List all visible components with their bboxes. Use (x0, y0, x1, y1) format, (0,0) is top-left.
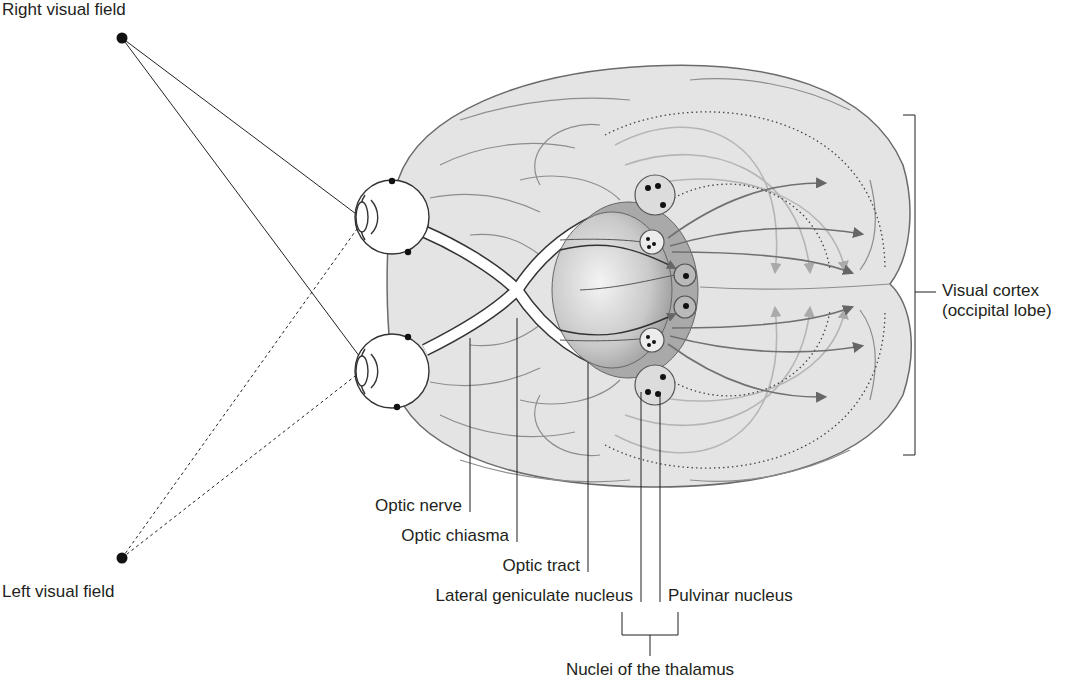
nucleus-dots-part (647, 343, 651, 347)
nucleus-dots-part (647, 245, 651, 249)
dotted-pathways-part (670, 184, 830, 270)
optic-pathway-part-part (425, 290, 517, 350)
optic-pathway-part-part (425, 290, 517, 350)
eyes-part (371, 200, 378, 234)
brain-gyri-part (520, 176, 620, 200)
retina-points-part (394, 404, 400, 410)
label: Pulvinar nucleus (668, 586, 793, 606)
label: Visual cortex (occipital lobe) (942, 281, 1068, 321)
label: Left visual field (2, 582, 114, 602)
nucleus-dots-part (645, 185, 651, 191)
label: Nuclei of the thalamus (566, 660, 734, 680)
nucleus-dots-part (646, 335, 650, 339)
optic-radiation (668, 183, 862, 397)
thalamus-fibres-part (580, 275, 675, 290)
field-point (117, 553, 128, 564)
leader-lines-part (517, 318, 518, 542)
brain-gyri-part (440, 143, 575, 165)
retina-points-part (405, 249, 411, 255)
nucleus-dots (645, 183, 689, 397)
leader-lines-part (588, 362, 589, 572)
brain-gyri-part (430, 194, 540, 212)
eyes-part (355, 334, 429, 408)
brain-outline (387, 65, 911, 487)
visual-field-rays-part (122, 180, 392, 558)
optic-radiation-part (670, 336, 862, 352)
thalamic-nuclei-part (640, 230, 664, 254)
label: Optic nerve (375, 496, 462, 516)
brain-gyri-part (460, 98, 630, 120)
brain-gyri-part (520, 380, 620, 404)
brain-gyri-part (860, 180, 875, 270)
cortex-fibres-part (625, 155, 810, 272)
eyes-part (356, 356, 368, 386)
optic-radiation-part (668, 183, 825, 238)
nuclei-arrows (560, 245, 675, 335)
leader-lines-part (915, 292, 936, 293)
nucleus-dots-part (645, 389, 651, 395)
retina-points-part (389, 178, 395, 184)
visual-field-rays (122, 38, 409, 558)
thalamus-fibres-part (560, 239, 650, 243)
thalamic-nuclei-part (635, 175, 675, 215)
leader-lines-part (650, 635, 651, 656)
dotted-pathways-part (670, 310, 830, 396)
retina-points (389, 178, 411, 410)
brain-gyri-part (700, 284, 890, 289)
brain-gyri-part (440, 415, 575, 437)
nuclei-arrows-part (560, 314, 675, 335)
label: Right visual field (2, 0, 126, 20)
leader-lines-part (660, 392, 661, 602)
nucleus-dots-part (646, 237, 650, 241)
brain-gyri-part (690, 79, 850, 110)
thalamus (552, 212, 672, 368)
leader-lines (470, 115, 936, 656)
brain-gyri-part (690, 450, 850, 481)
eyes-part (355, 180, 429, 254)
visual-field-rays-part (122, 38, 398, 408)
visual-field-rays-part (122, 38, 408, 253)
thalamus-fibres-part (560, 338, 650, 341)
dotted-pathways-part (605, 310, 885, 468)
label: Optic tract (503, 556, 580, 576)
leader-lines-part (622, 612, 678, 635)
thalamic-nuclei-part (640, 328, 664, 352)
optic-pathway-part-part (425, 232, 517, 290)
brain-gyri-part (470, 325, 540, 346)
dotted-pathways-part (605, 112, 885, 270)
eyes (355, 180, 429, 408)
brain-gyri-part (470, 234, 540, 255)
nucleus-dots-part (660, 374, 666, 380)
visual-field-rays-part (122, 334, 409, 558)
leader-lines-part (470, 338, 471, 512)
nucleus-dots-part (683, 273, 689, 279)
nucleus-dots-part (683, 303, 689, 309)
label: Lateral geniculate nucleus (435, 586, 633, 606)
nuclei-arrows-part (560, 245, 675, 268)
thalamus-fibres (560, 239, 675, 341)
eyes-part (371, 354, 378, 388)
brain-gyri-part (430, 368, 540, 386)
leader-lines-part (641, 392, 642, 602)
eyes-part (356, 202, 368, 232)
optic-pathway-part-part (425, 232, 517, 290)
optic-radiation-part (672, 252, 852, 273)
brain-gyri-part (860, 310, 875, 400)
field-point (117, 33, 128, 44)
optic-radiation-part (670, 228, 862, 246)
leader-lines-part (903, 115, 915, 455)
nucleus-dots-part (652, 340, 656, 344)
nucleus-dots-part (652, 242, 656, 246)
nucleus-dots-part (655, 183, 661, 189)
retina-points-part (405, 334, 411, 340)
nucleus-dots-part (660, 202, 666, 208)
thalamic-nuclei (635, 175, 696, 405)
label: Optic chiasma (401, 526, 509, 546)
thalamic-nuclei-part (674, 296, 696, 318)
thalamic-nuclei-part (674, 264, 696, 286)
optic-radiation-part (672, 307, 852, 328)
brain-gyri-part (460, 460, 630, 482)
